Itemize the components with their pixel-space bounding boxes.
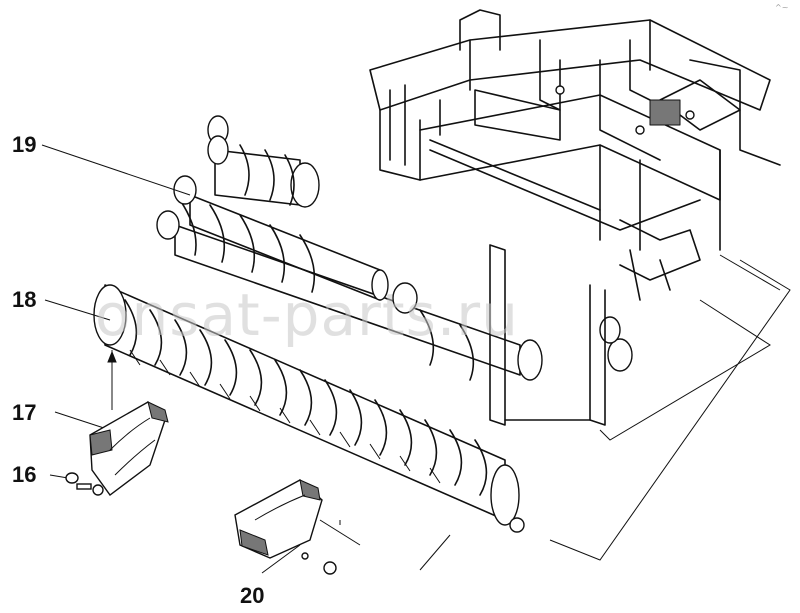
leader-lines (41, 144, 791, 574)
shield-20 (234, 479, 337, 575)
machine-frame (369, 9, 781, 301)
callout-16: 16 (12, 462, 36, 487)
callout-20: 20 (240, 583, 264, 608)
watermark-text: onsat-parts.ru (95, 281, 519, 349)
arrow-up-icon (107, 350, 117, 363)
bolt-16 (65, 472, 104, 496)
callout-17: 17 (12, 400, 36, 425)
auger-assembly (93, 244, 606, 533)
corner-mark: ^~ (775, 3, 788, 12)
callout-18: 18 (12, 287, 36, 312)
callout-19: 19 (12, 132, 36, 157)
shield-17 (89, 401, 169, 496)
